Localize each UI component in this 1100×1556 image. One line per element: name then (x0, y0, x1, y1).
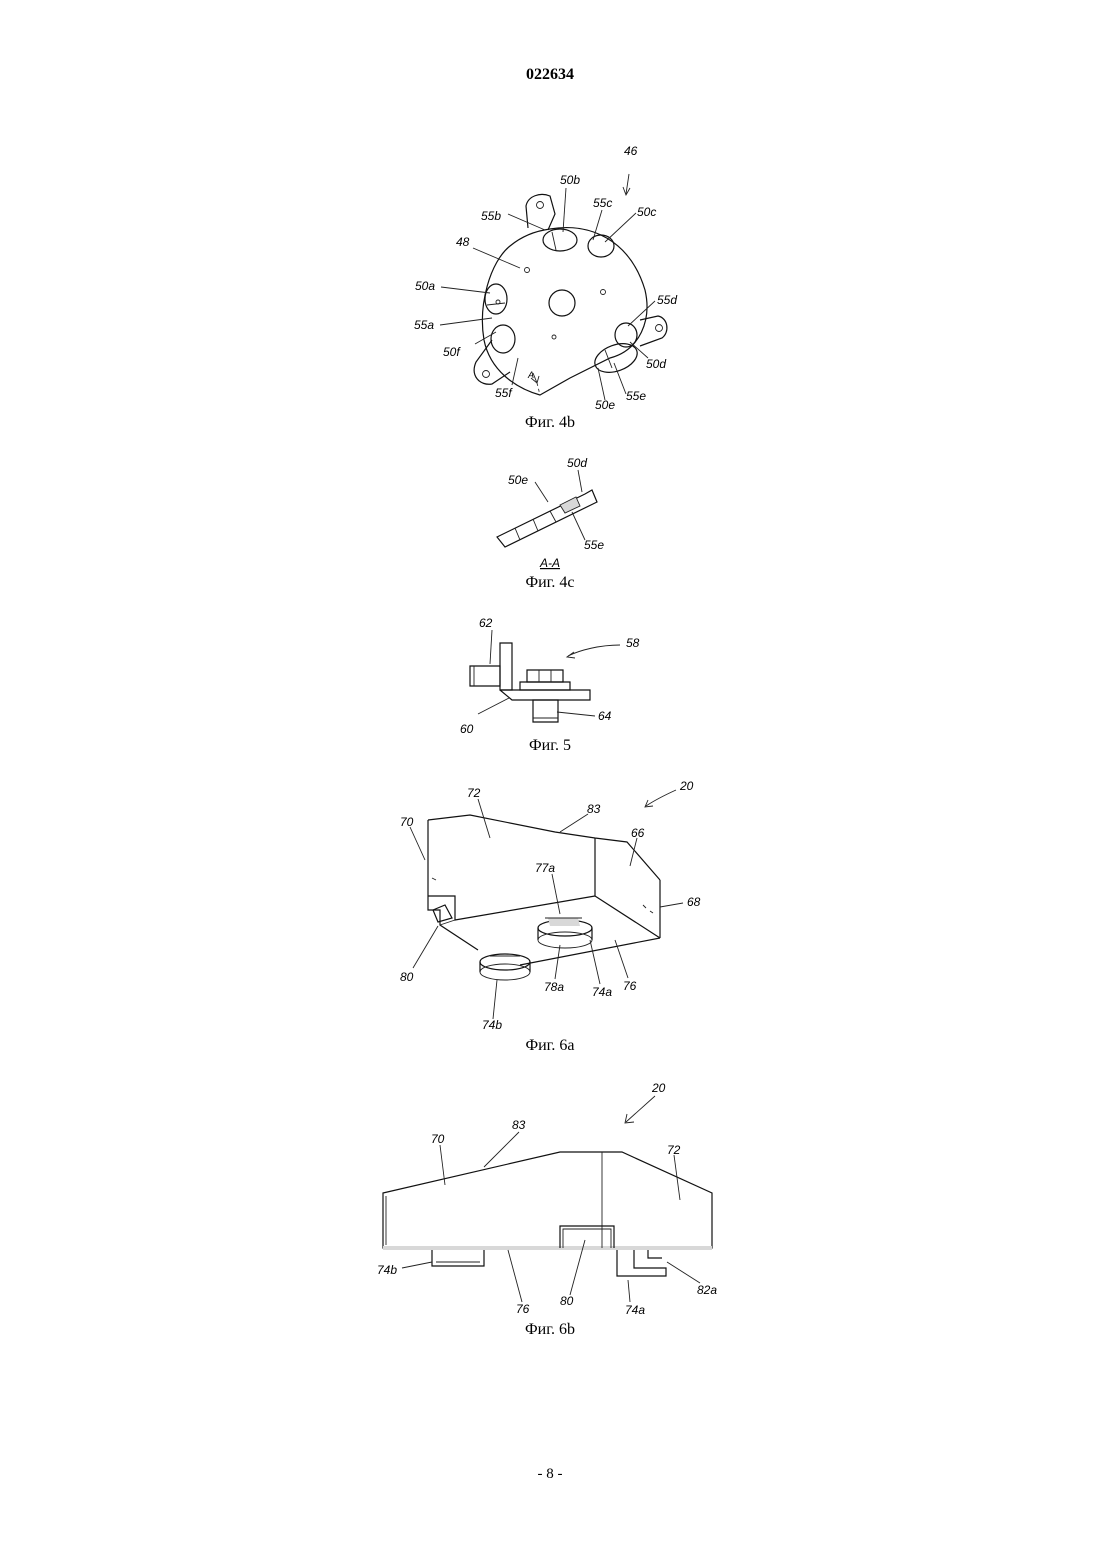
ref-74a: 74a (625, 1303, 645, 1317)
ref-82a: 82a (697, 1283, 717, 1297)
ref-70: 70 (431, 1132, 445, 1146)
figure-6b: 20 83 70 72 74b 76 80 74a 82a (0, 0, 1100, 1350)
ref-74b: 74b (377, 1263, 397, 1277)
ref-76: 76 (516, 1302, 530, 1316)
figure-6b-caption: Фиг. 6b (0, 1321, 1100, 1339)
ref-80: 80 (560, 1294, 574, 1308)
ref-83: 83 (512, 1118, 526, 1132)
page-number: - 8 - (0, 1466, 1100, 1483)
figure-6b-drawing: 20 83 70 72 74b 76 80 74a 82a (0, 0, 1100, 1350)
ref-72: 72 (667, 1143, 681, 1157)
ref-20: 20 (651, 1081, 666, 1095)
